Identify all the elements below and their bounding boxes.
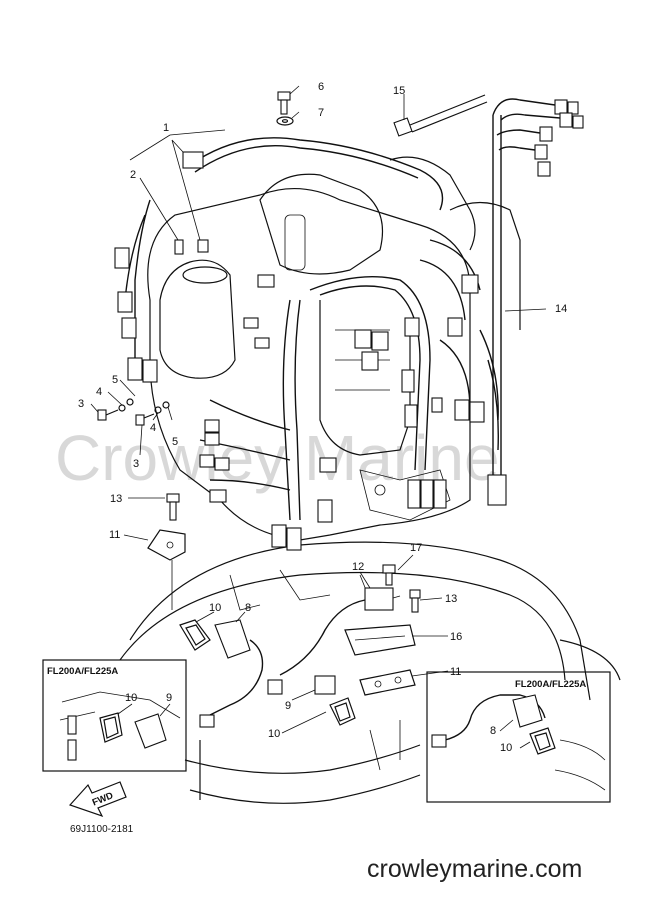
site-label: crowleymarine.com [367,855,582,883]
callout-13-right: 13 [445,593,457,605]
module-part-12 [267,587,401,695]
callout-3-center: 3 [133,458,139,470]
callout-13-left: 13 [110,493,122,505]
washer-part-7 [276,116,294,126]
callout-5-center: 5 [172,436,178,448]
left-connectors [114,151,275,383]
top-bolt-part-6 [277,91,291,115]
long-harness-part-14 [487,98,584,506]
callout-10-center: 10 [209,602,221,614]
inset-left-callout-10: 10 [125,692,137,704]
inset-right-callout-8: 8 [490,725,496,737]
callout-8-center: 8 [245,602,251,614]
callout-11-left: 11 [109,529,120,541]
fwd-arrow-icon: FWD [68,781,127,818]
callout-4-center: 4 [150,422,156,434]
bracket-part-11-left [147,529,186,610]
callout-3-left: 3 [78,398,84,410]
inset-right [426,671,611,803]
inset-right-title: FL200A/FL225A [515,679,586,690]
callout-17: 17 [410,542,422,554]
bolt-part-13-right [409,589,421,613]
middle-connectors [199,317,447,551]
cable-tie-part-15 [393,94,488,137]
callout-2: 2 [130,169,136,181]
inset-left-title: FL200A/FL225A [47,666,118,677]
bottom-cowl-outline [119,541,621,804]
callout-14: 14 [555,303,567,315]
part-code-label: 69J1100-2181 [70,824,134,835]
inset-right-callout-10: 10 [500,742,512,754]
leader-lines [90,85,547,734]
callout-numbers: 1 2 6 7 15 14 5 4 3 3 4 5 13 11 17 12 13… [78,81,567,754]
callout-12: 12 [352,561,364,573]
grommet-part-10-lower [329,697,356,726]
callout-7: 7 [318,107,324,119]
connector-part-8-center [199,619,264,728]
callout-1: 1 [163,122,169,134]
bracket-part-11-right [359,669,416,696]
inset-left [42,659,187,772]
callout-4-left: 4 [96,386,102,398]
bracket-part-16 [344,624,416,656]
connector-part-9-center [314,675,336,695]
callout-5-left: 5 [112,374,118,386]
right-connectors [431,274,485,423]
bolt-part-13-left [166,493,180,521]
callout-9-center: 9 [285,700,291,712]
callout-6: 6 [318,81,324,93]
bolt-part-17 [382,564,396,586]
grommet-part-10-center [179,619,211,651]
callout-16: 16 [450,631,462,643]
callout-10-lower: 10 [268,728,280,740]
callout-15: 15 [393,85,405,97]
callout-11-right: 11 [450,666,461,678]
inset-left-callout-9: 9 [166,692,172,704]
